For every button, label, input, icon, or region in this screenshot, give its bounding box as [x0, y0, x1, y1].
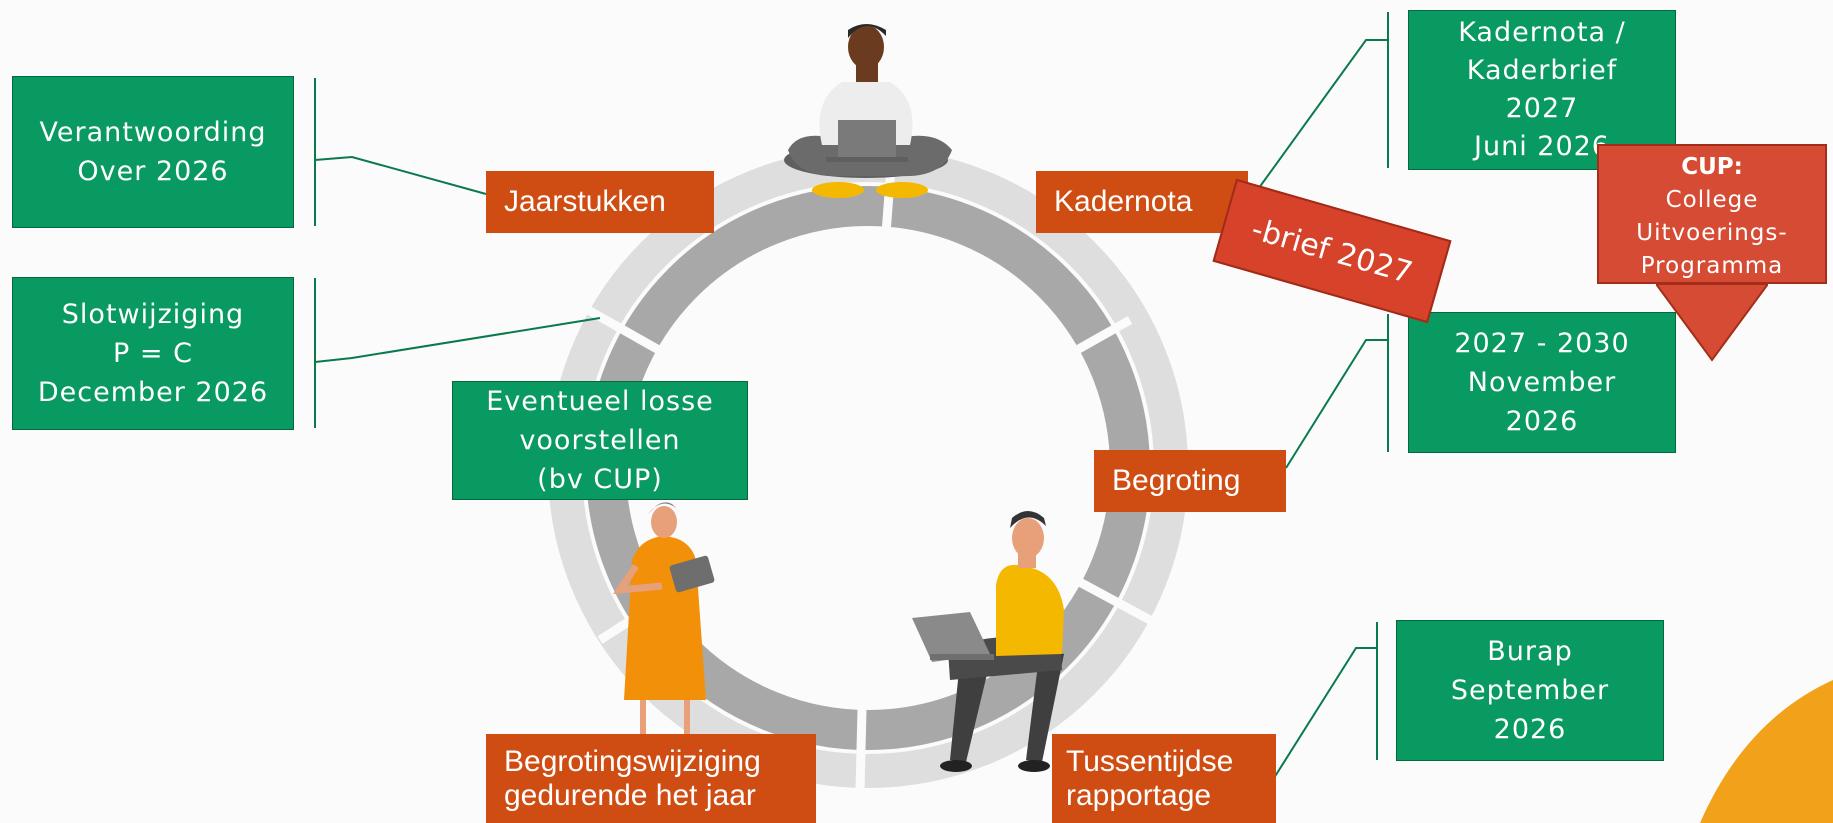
note-text: 2027 - 2030 November 2026 [1454, 328, 1630, 437]
note-slotwijziging: Slotwijziging P = C December 2026 [12, 277, 294, 430]
stage-label: Begrotingswijziging gedurende het jaar [504, 744, 761, 812]
note-text: Eventueel losse voorstellen (bv CUP) [486, 386, 714, 495]
note-kadernota-kaderbrief: Kadernota / Kaderbrief 2027 Juni 2026 [1408, 10, 1676, 170]
stage-jaarstukken: Jaarstukken [486, 171, 714, 233]
cup-callout: CUP: College Uitvoerings- Programma [1597, 144, 1827, 284]
note-text: Burap September 2026 [1450, 636, 1610, 745]
stage-begrotingswijziging: Begrotingswijziging gedurende het jaar [486, 734, 816, 823]
stage-tussentijdse-rapportage: Tussentijdse rapportage [1052, 734, 1276, 823]
stage-kadernota: Kadernota [1036, 171, 1248, 233]
person-laptop-sitting-icon [784, 24, 952, 198]
stage-label: Jaarstukken [504, 185, 666, 218]
overlay-text: -brief 2027 [1247, 211, 1417, 291]
down-arrow-icon [1656, 284, 1768, 362]
note-text: Slotwijziging P = C December 2026 [37, 299, 269, 408]
stage-label: Kadernota [1054, 185, 1193, 218]
note-text: Kadernota / Kaderbrief 2027 Juni 2026 [1458, 17, 1626, 162]
note-burap: Burap September 2026 [1396, 620, 1664, 761]
person-laptop-seated-icon [912, 511, 1064, 772]
note-verantwoording: Verantwoording Over 2026 [12, 76, 294, 228]
stage-label: Tussentijdse rapportage [1066, 744, 1234, 812]
cup-body: College Uitvoerings- Programma [1636, 187, 1788, 279]
connector-lines [314, 12, 1389, 779]
corner-accent [1700, 680, 1833, 823]
note-begroting-period: 2027 - 2030 November 2026 [1408, 312, 1676, 453]
stage-label: Begroting [1112, 464, 1241, 497]
note-eventueel-losse-voorstellen: Eventueel losse voorstellen (bv CUP) [452, 381, 748, 500]
person-tablet-standing-icon [613, 502, 715, 738]
note-text: Verantwoording Over 2026 [39, 117, 267, 187]
stage-begroting: Begroting [1094, 450, 1286, 512]
cup-title: CUP: [1681, 154, 1743, 180]
